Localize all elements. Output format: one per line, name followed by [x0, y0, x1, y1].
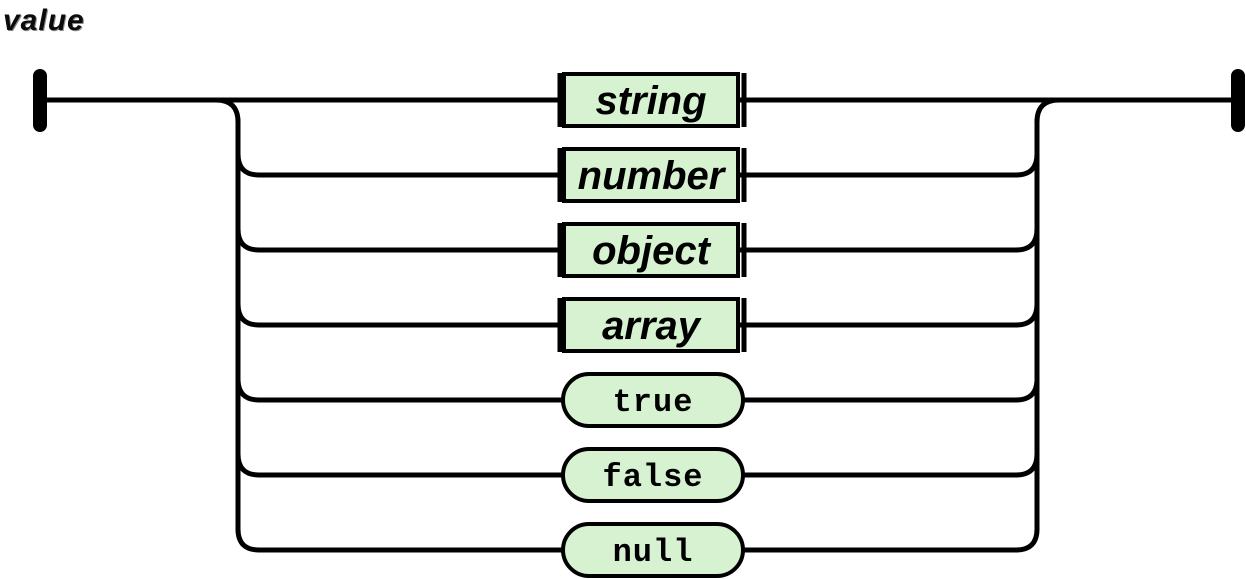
end-terminal	[1231, 69, 1245, 132]
node-false-pill	[561, 447, 745, 503]
node-number-box	[562, 147, 740, 203]
rail-left-branch-object	[235, 228, 260, 253]
node-object: object	[562, 222, 740, 278]
node-number: number	[562, 147, 740, 203]
rail-right-bottom-curve	[1015, 528, 1040, 553]
rail-right-branch-array	[1015, 303, 1040, 328]
node-true-label: true	[613, 384, 694, 421]
node-false: false	[561, 447, 745, 503]
node-true: true	[561, 372, 745, 428]
rail-left-branch-number	[235, 153, 260, 178]
rail-left-branch-array	[235, 303, 260, 328]
rail-left-branch-true	[235, 378, 260, 403]
rule-title: value	[3, 4, 85, 37]
start-terminal	[33, 69, 47, 132]
rail-left-branch-false	[235, 453, 260, 478]
node-false-label: false	[602, 459, 703, 496]
rail-right-branch-true	[1015, 378, 1040, 403]
node-true-pill	[561, 372, 745, 428]
node-object-box	[562, 222, 740, 278]
node-null-pill	[561, 522, 745, 578]
node-number-label: number	[578, 154, 727, 198]
rail-left-bottom-curve	[235, 528, 260, 553]
node-array-box	[562, 297, 740, 353]
node-null-label: null	[613, 534, 694, 571]
rail-left-top-curve	[215, 97, 241, 123]
rail-right-branch-number	[1015, 153, 1040, 178]
nonterminal-ticks	[557, 73, 747, 352]
rail-right-top-curve	[1034, 97, 1060, 123]
rail-right-branch-object	[1015, 228, 1040, 253]
node-array: array	[562, 297, 740, 353]
rails	[40, 97, 1238, 553]
node-string-box	[562, 72, 740, 128]
node-object-label: object	[592, 229, 711, 273]
node-string: string	[562, 72, 740, 128]
rail-right-branch-false	[1015, 453, 1040, 478]
node-string-label: string	[595, 79, 706, 123]
node-array-label: array	[602, 304, 702, 348]
node-null: null	[561, 522, 745, 578]
